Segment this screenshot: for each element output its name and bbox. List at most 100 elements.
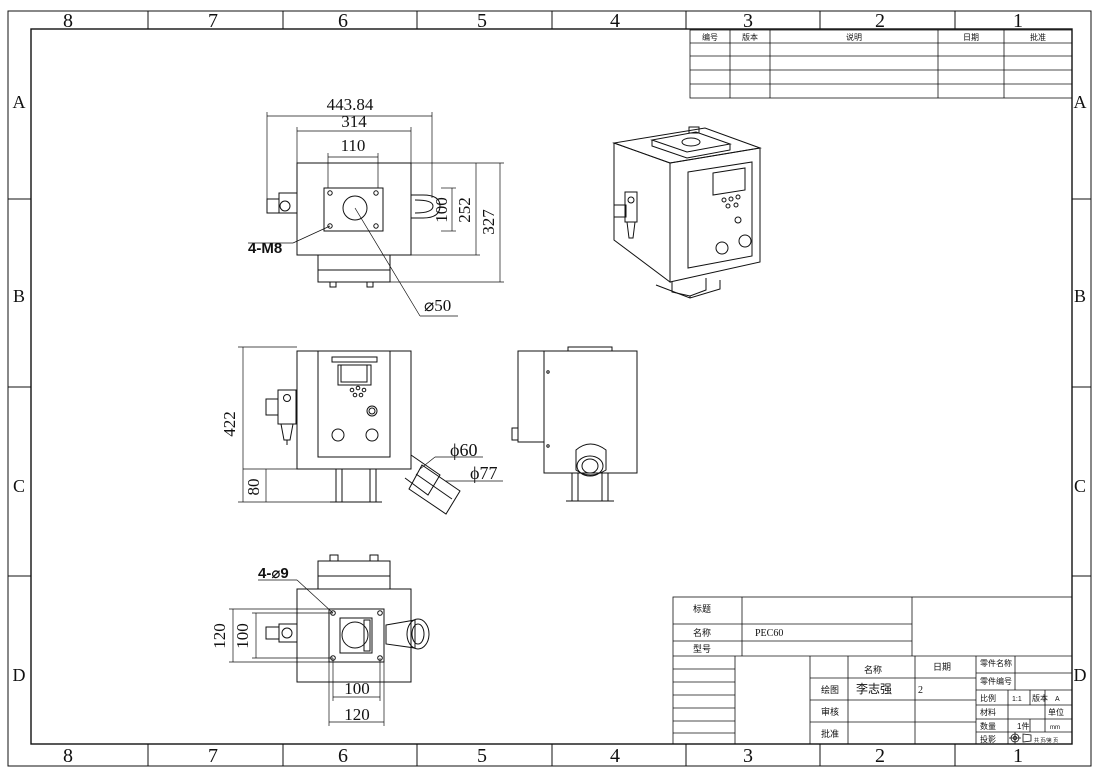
tb-drawn-by: 李志强 bbox=[856, 681, 892, 696]
iso-display bbox=[712, 167, 746, 196]
zone-col-8-bottom: 8 bbox=[63, 745, 73, 767]
tb-sheet-label: 共 页/第 页 bbox=[1034, 737, 1058, 744]
tb-row-check: 审核 bbox=[821, 706, 839, 717]
revision-table-headers: 编号 版本 说明 日期 批准 bbox=[702, 32, 1046, 42]
tb-label-name: 名称 bbox=[693, 627, 711, 638]
callout-4-holes-9: 4-⌀9 bbox=[258, 565, 289, 582]
tb-qty-value: 1件 bbox=[1017, 721, 1029, 731]
rev-header-version: 版本 bbox=[742, 32, 758, 42]
zone-col-5-bottom: 5 bbox=[477, 745, 487, 767]
bottom-view-dimension-text: 4-⌀9 120 100 100 120 bbox=[210, 565, 370, 724]
isometric-view bbox=[612, 126, 762, 299]
zone-row-d-right: D bbox=[1074, 665, 1087, 685]
bottom-view bbox=[229, 554, 430, 726]
tb-part-name: 零件名称 bbox=[980, 658, 1012, 668]
tb-scale-label: 比例 bbox=[980, 693, 996, 703]
zone-col-1: 1 bbox=[1013, 10, 1023, 32]
tb-col-name: 名称 bbox=[864, 664, 882, 675]
bottom-view-box bbox=[317, 560, 391, 590]
zone-row-b-right: B bbox=[1074, 286, 1086, 306]
top-view-body bbox=[296, 162, 412, 256]
front-view-dimension-text: 422 80 ϕ60 ϕ77 bbox=[220, 411, 497, 495]
zone-row-c: C bbox=[13, 476, 25, 496]
rev-header-desc: 说明 bbox=[846, 32, 862, 42]
dim-phi-60: ϕ60 bbox=[450, 440, 477, 460]
rev-header-date: 日期 bbox=[963, 33, 979, 42]
tb-label-model: 型号 bbox=[693, 644, 711, 654]
zone-col-2: 2 bbox=[875, 10, 885, 32]
dim-phi-77: ϕ77 bbox=[470, 463, 497, 483]
bottom-view-flange bbox=[328, 608, 385, 663]
dim-overall-width: 443.84 bbox=[327, 95, 374, 114]
dim-100-vertical: 100 bbox=[233, 623, 252, 649]
tb-part-number: 零件编号 bbox=[980, 676, 1012, 686]
front-view-pipe bbox=[404, 454, 441, 496]
zone-col-3-bottom: 3 bbox=[743, 745, 753, 767]
tb-material-label: 材料 bbox=[980, 707, 996, 717]
tb-label-title: 标题 bbox=[693, 603, 711, 614]
tb-name-value: PEC60 bbox=[755, 628, 783, 639]
zone-col-8: 8 bbox=[63, 10, 73, 32]
dim-120-vertical: 120 bbox=[210, 623, 229, 649]
zone-numbers-top: 8 7 6 5 4 3 2 1 bbox=[63, 10, 1023, 32]
dim-80: 80 bbox=[244, 479, 263, 496]
dim-327: 327 bbox=[479, 209, 498, 235]
tb-row-approve: 批准 bbox=[821, 728, 839, 739]
zone-col-6: 6 bbox=[338, 10, 348, 32]
projection-symbol-icon bbox=[1009, 732, 1032, 744]
top-view bbox=[248, 112, 504, 317]
iso-side-face bbox=[613, 142, 671, 283]
dim-120-horizontal: 120 bbox=[344, 705, 370, 724]
zone-row-c-right: C bbox=[1074, 476, 1086, 496]
zone-row-a: A bbox=[13, 92, 26, 112]
top-view-base bbox=[317, 254, 391, 283]
tb-date-fragment: 2 bbox=[918, 685, 923, 696]
title-block-text: 标题 名称 PEC60 型号 名称 日期 绘图 李志强 2 审核 批准 零件名称… bbox=[693, 603, 1064, 744]
front-view-body bbox=[296, 350, 412, 470]
tb-scale-value: 1:1 bbox=[1012, 696, 1022, 703]
front-view-panel bbox=[317, 350, 391, 458]
top-view-bore bbox=[342, 195, 368, 221]
sheet-frame bbox=[7, 10, 1092, 767]
side-view-body bbox=[543, 350, 638, 474]
tb-version-value: A bbox=[1055, 696, 1060, 703]
callout-bore-50: ⌀50 bbox=[424, 296, 451, 315]
callout-4-m8: 4-M8 bbox=[248, 240, 282, 257]
tb-unit-label: 单位 bbox=[1048, 707, 1064, 717]
tb-version-label: 版本 bbox=[1032, 693, 1048, 703]
top-view-outlet bbox=[411, 194, 441, 219]
bottom-view-body bbox=[296, 588, 412, 683]
zone-col-5: 5 bbox=[477, 10, 487, 32]
side-view bbox=[511, 346, 638, 502]
zone-numbers-bottom: 8 7 6 5 4 3 2 1 bbox=[63, 745, 1023, 767]
front-view bbox=[238, 346, 503, 515]
zone-col-3: 3 bbox=[743, 10, 753, 32]
tb-projection-label: 投影 bbox=[980, 734, 996, 744]
top-view-flange bbox=[323, 187, 384, 232]
zone-row-b: B bbox=[13, 286, 25, 306]
front-view-display bbox=[340, 364, 368, 383]
dim-body-width: 314 bbox=[341, 112, 367, 131]
rev-header-no: 编号 bbox=[702, 32, 718, 42]
dim-flange-width: 110 bbox=[341, 136, 366, 155]
zone-letters-left: A B C D bbox=[13, 92, 26, 685]
tb-col-date: 日期 bbox=[933, 662, 951, 672]
zone-col-4-bottom: 4 bbox=[610, 745, 620, 767]
dim-422: 422 bbox=[220, 411, 239, 437]
tb-qty-label: 数量 bbox=[980, 721, 996, 731]
zone-letters-right: A B C D bbox=[1074, 92, 1087, 685]
zone-col-7-bottom: 7 bbox=[208, 745, 218, 767]
zone-col-2-bottom: 2 bbox=[875, 745, 885, 767]
dim-252: 252 bbox=[455, 197, 474, 223]
zone-col-1-bottom: 1 bbox=[1013, 745, 1023, 767]
tb-row-drawn: 绘图 bbox=[821, 684, 839, 695]
rev-header-approve: 批准 bbox=[1030, 32, 1046, 42]
tb-unit-value: mm bbox=[1050, 725, 1060, 731]
iso-front-face bbox=[669, 147, 761, 283]
title-block bbox=[672, 596, 1073, 745]
zone-col-6-bottom: 6 bbox=[338, 745, 348, 767]
zone-row-d: D bbox=[13, 665, 26, 685]
zone-col-7: 7 bbox=[208, 10, 218, 32]
top-view-dimension-lines bbox=[248, 112, 504, 317]
